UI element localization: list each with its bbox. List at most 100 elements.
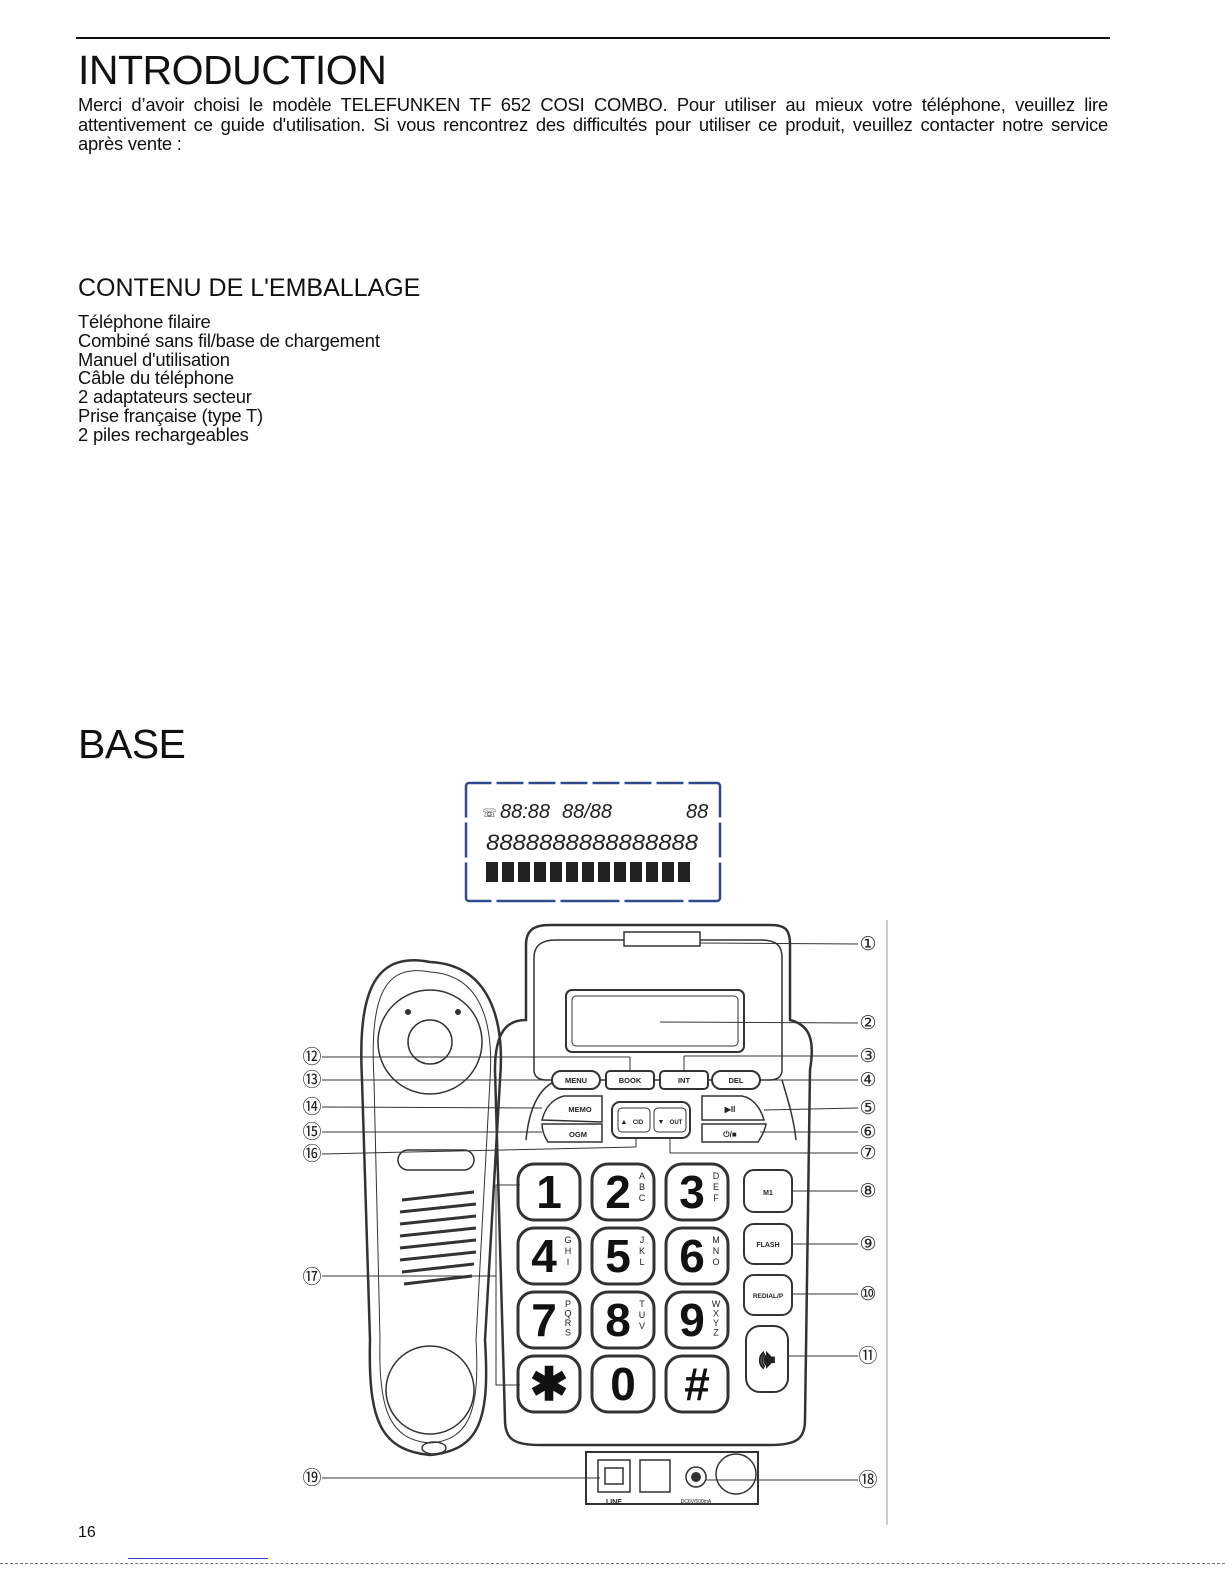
lcd-display: ☏ 88:88 88/88 88 8888888888888888 — [464, 781, 722, 903]
callout-13: ⑬ — [302, 1069, 321, 1091]
int-button[interactable]: INT — [659, 1070, 709, 1090]
power-stop-button[interactable]: ⏻/■ — [701, 1123, 767, 1143]
keypad-letter: E — [713, 1182, 719, 1192]
callout-15: ⑮ — [302, 1121, 321, 1143]
play-pause-button[interactable]: ▶II — [701, 1095, 765, 1121]
keypad-letter: R — [565, 1318, 572, 1328]
phone-body — [360, 923, 814, 1505]
speaker-icon: 🕪 — [759, 1344, 776, 1374]
svg-text:MENU: MENU — [565, 1076, 587, 1085]
keypad-letter: W — [712, 1299, 721, 1309]
keypad-key[interactable]: 0 — [590, 1354, 656, 1414]
base-title: BASE — [78, 721, 186, 767]
keypad-letter: Q — [564, 1309, 571, 1319]
list-item: Câble du téléphone — [78, 367, 234, 389]
del-button[interactable]: DEL — [711, 1070, 761, 1090]
keypad-letter: X — [713, 1309, 719, 1319]
keypad-letter: P — [565, 1299, 571, 1309]
callout-12: ⑫ — [302, 1046, 321, 1068]
keypad-key[interactable]: 1 — [516, 1162, 582, 1222]
keypad-key[interactable]: # — [664, 1354, 730, 1414]
svg-text:MEMO: MEMO — [568, 1105, 591, 1114]
page-number: 16 — [78, 1524, 96, 1541]
redial-button[interactable]: REDIAL/P — [743, 1274, 793, 1316]
keypad-letter: K — [639, 1246, 645, 1256]
contents-title: CONTENU DE L'EMBALLAGE — [78, 274, 421, 302]
callout-19: ⑲ — [302, 1467, 321, 1489]
out-label: OUT — [670, 1120, 683, 1126]
callout-14: ⑭ — [302, 1096, 321, 1118]
keypad-letter: N — [713, 1246, 720, 1256]
keypad-letter: G — [564, 1235, 571, 1245]
callout-7: ⑦ — [859, 1143, 876, 1164]
keypad-digit: 3 — [679, 1166, 705, 1218]
cid-label: CID — [633, 1120, 644, 1126]
keypad-digit: 9 — [679, 1294, 705, 1346]
svg-text:⏻/■: ⏻/■ — [723, 1130, 737, 1139]
keypad-digit: # — [684, 1358, 710, 1410]
ogm-button[interactable]: OGM — [541, 1123, 603, 1143]
keypad-digit: 8 — [605, 1294, 631, 1346]
footer-link-underline — [128, 1558, 268, 1559]
top-rule — [76, 37, 1110, 39]
flash-button[interactable]: FLASH — [743, 1223, 793, 1265]
book-button[interactable]: BOOK — [605, 1070, 655, 1090]
m1-button[interactable]: M1 — [743, 1169, 793, 1213]
callout-lines — [321, 942, 859, 1481]
keypad-letter: T — [639, 1299, 645, 1309]
intro-title: INTRODUCTION — [78, 47, 387, 93]
callout-11: ⑪ — [858, 1345, 877, 1367]
lcd-time: 88:88 — [500, 801, 550, 823]
keypad-letter: H — [565, 1246, 572, 1256]
list-item: Prise française (type T) — [78, 404, 263, 426]
callout-18: ⑱ — [858, 1469, 877, 1491]
keypad-digit: 5 — [605, 1230, 631, 1282]
speaker-button[interactable]: 🕪 — [745, 1325, 789, 1393]
keypad-digit: 1 — [536, 1166, 562, 1218]
keypad-letter: V — [639, 1321, 645, 1331]
callout-5: ⑤ — [859, 1098, 876, 1119]
keypad-letter: O — [712, 1257, 719, 1267]
callout-9: ⑨ — [859, 1234, 876, 1255]
list-item: 2 piles rechargeables — [78, 423, 249, 445]
callout-16: ⑯ — [302, 1143, 321, 1165]
keypad-letter: M — [712, 1235, 720, 1245]
svg-text:INT: INT — [678, 1076, 691, 1085]
dc-port-label: DC6V/500mA — [681, 1499, 712, 1505]
keypad-letter: S — [565, 1328, 571, 1338]
keypad-digit: 0 — [610, 1358, 636, 1410]
lcd-number-row: 8888888888888888 — [486, 830, 699, 855]
callout-3: ③ — [859, 1046, 876, 1067]
footer-rule — [0, 1563, 1225, 1564]
keypad-digit: 2 — [605, 1166, 631, 1218]
callout-1: ① — [859, 934, 876, 955]
contents-list: Téléphone filaire Combiné sans fil/base … — [78, 312, 380, 445]
navigation-pad[interactable]: ▲ CID ▼ OUT — [611, 1101, 691, 1139]
keypad-letter: Y — [713, 1318, 719, 1328]
keypad-letter: J — [640, 1235, 645, 1245]
keypad-key[interactable]: ✱ — [516, 1354, 582, 1414]
keypad-digit: 6 — [679, 1230, 705, 1282]
keypad-letter: F — [713, 1193, 719, 1203]
svg-text:M1: M1 — [763, 1190, 773, 1197]
memo-button[interactable]: MEMO — [541, 1095, 603, 1123]
keypad-letter: B — [639, 1182, 645, 1192]
keypad-letter: L — [639, 1257, 644, 1267]
menu-button[interactable]: MENU — [551, 1070, 601, 1090]
keypad-letter: C — [639, 1193, 646, 1203]
intro-paragraph: Merci d’avoir choisi le modèle TELEFUNKE… — [78, 94, 1108, 154]
keypad-letter: Z — [713, 1328, 719, 1338]
svg-text:DEL: DEL — [729, 1076, 744, 1085]
svg-text:OGM: OGM — [569, 1130, 587, 1139]
svg-text:BOOK: BOOK — [619, 1076, 642, 1085]
callout-6: ⑥ — [859, 1122, 876, 1143]
